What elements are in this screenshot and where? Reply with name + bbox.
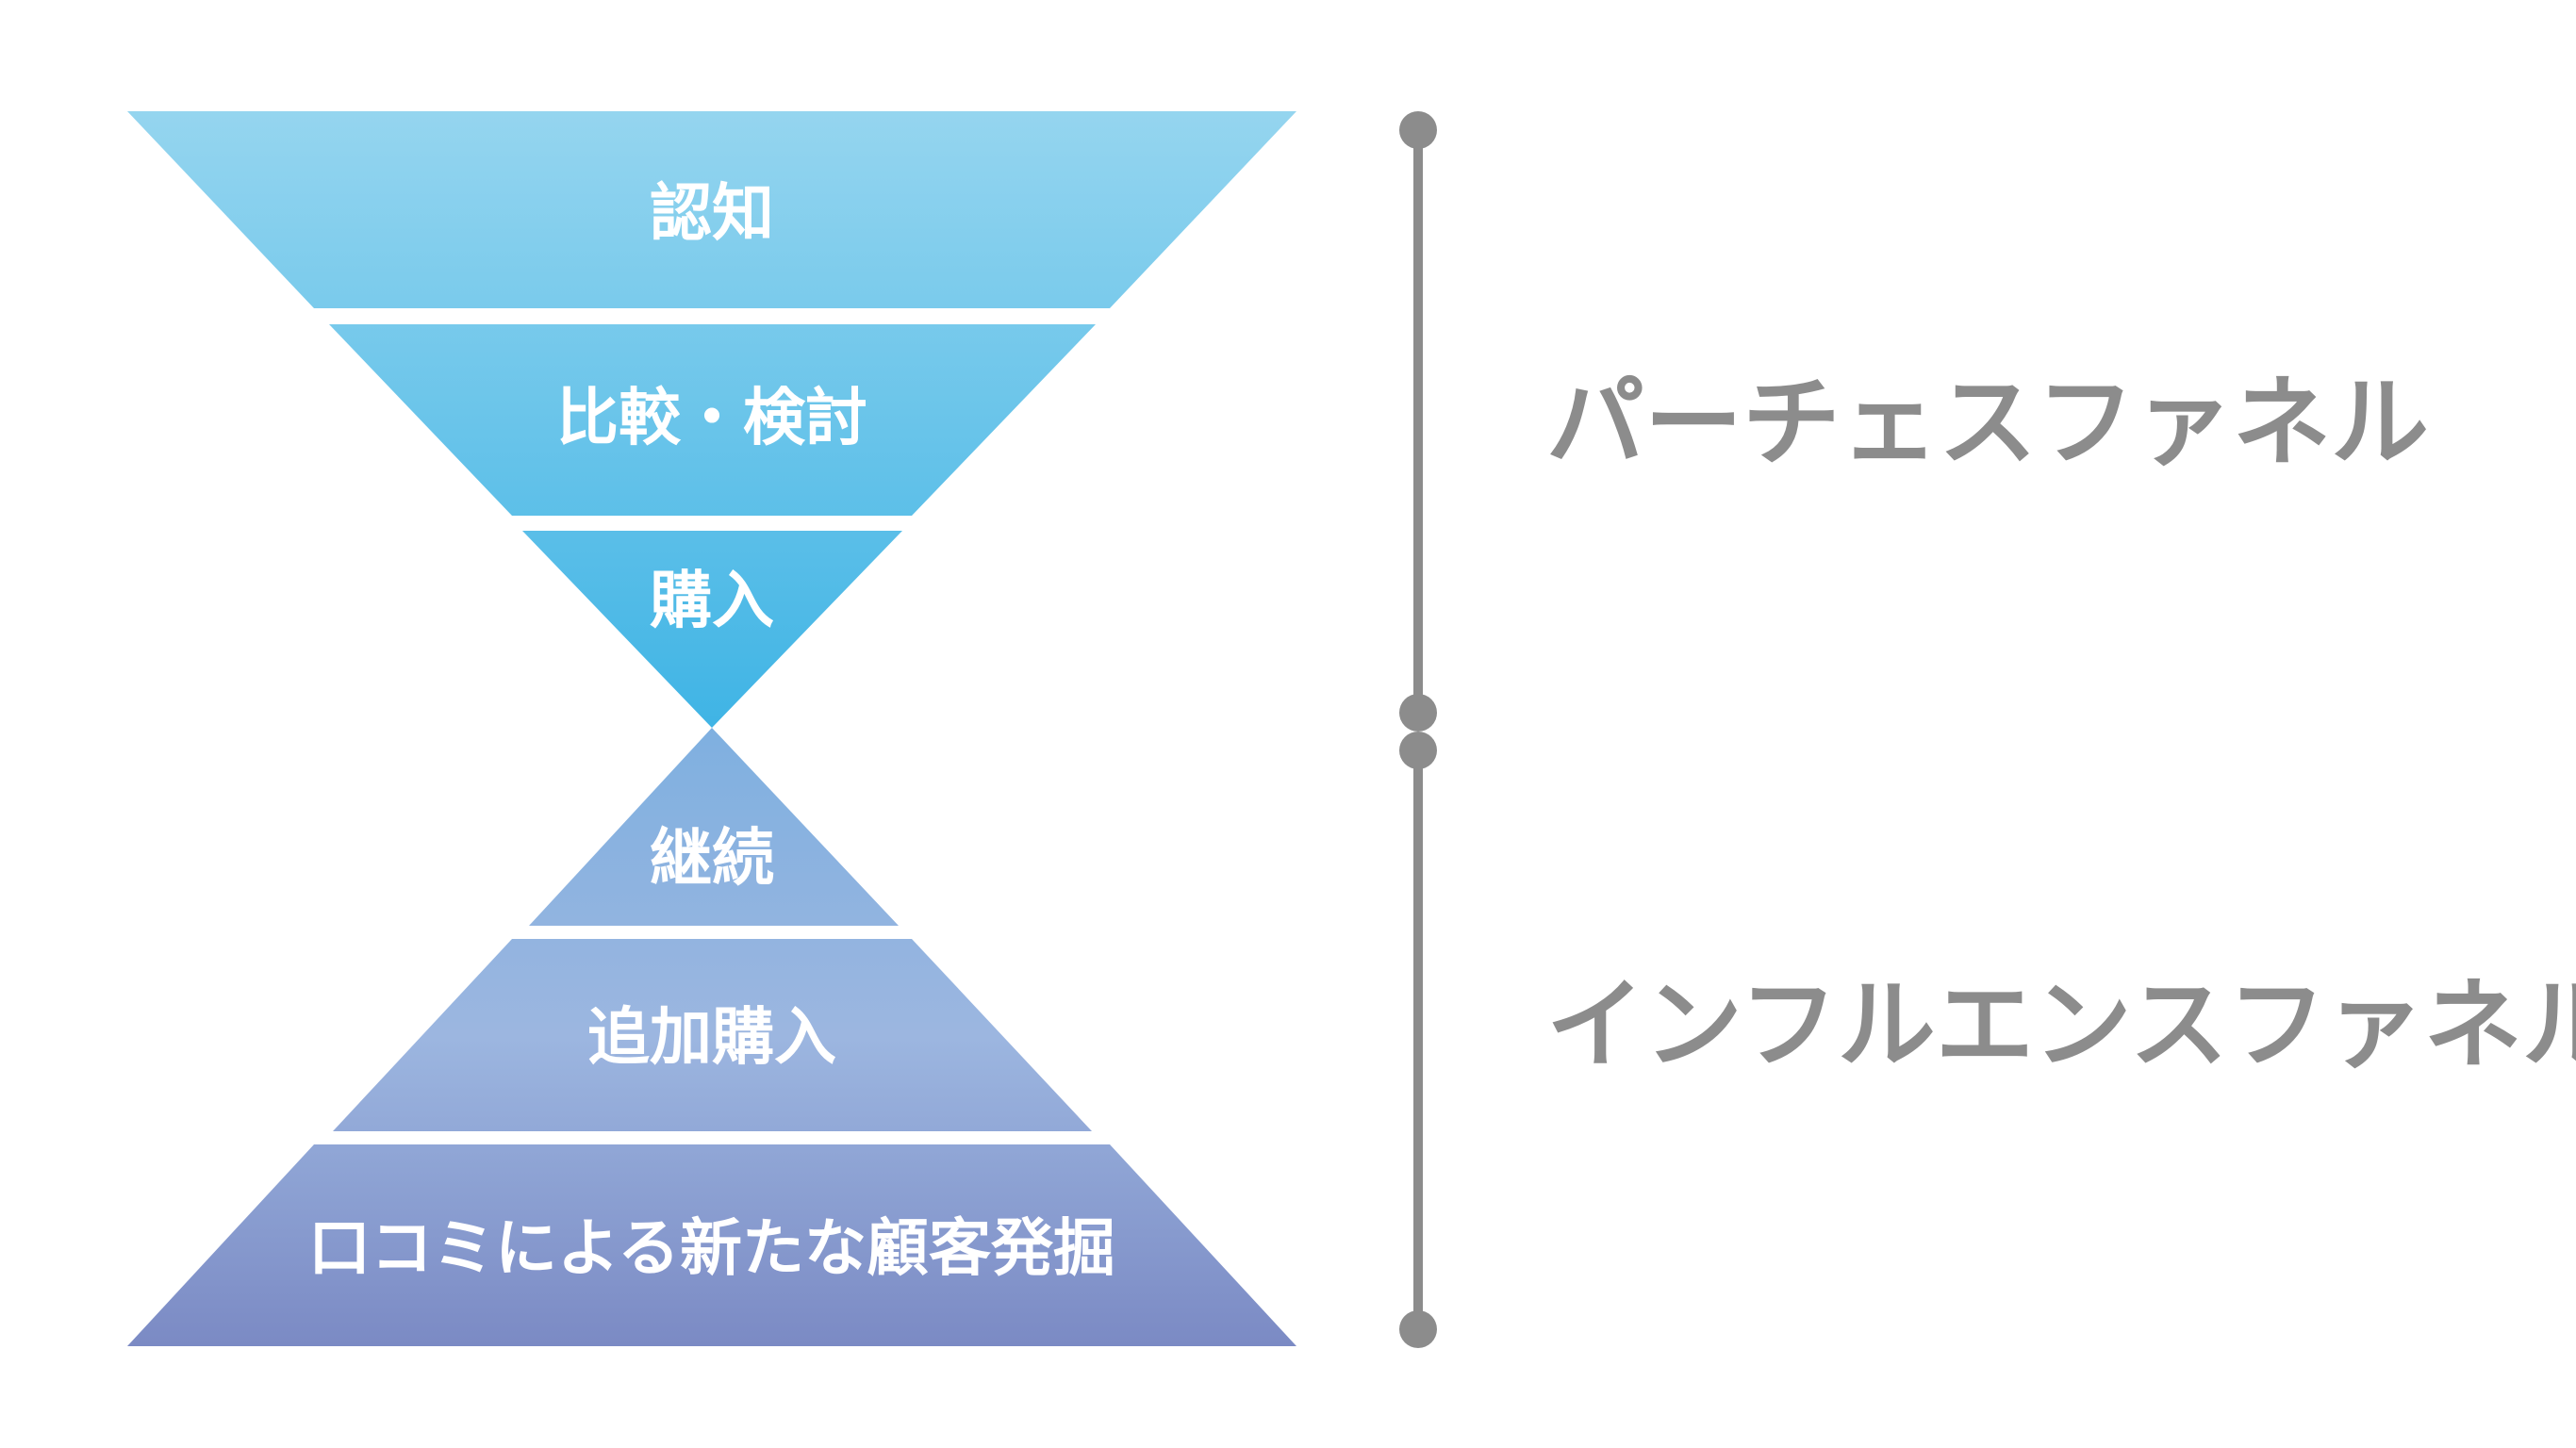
bracket-node-top [1399,111,1437,149]
bracket-node-mid-lower [1399,732,1437,769]
stage-comparison-label: 比較・検討 [556,382,867,454]
stage-comparison-segment [329,324,1096,516]
stage-awareness-segment [127,111,1296,308]
stage-additional-purchase-label: 追加購入 [587,1001,836,1074]
stage-awareness-label: 認知 [650,177,774,250]
influence-funnel-title: インフルエンスファネル [1546,967,2576,1082]
stage-continuation-label: 継続 [650,822,774,895]
stage-word-of-mouth-label: 口コミによる新たな顧客発掘 [308,1212,1115,1285]
bracket-node-mid-upper [1399,694,1437,732]
bracket-timeline [1399,111,1437,1348]
influence-funnel: 継続 追加購入 口コミによる新たな顧客発掘 [127,728,1296,1346]
stage-purchase-segment [522,531,902,728]
purchase-funnel-title: パーチェスファネル [1546,365,2429,480]
bracket-node-bottom [1399,1310,1437,1348]
stage-word-of-mouth-segment [127,1144,1296,1346]
purchase-funnel: 認知 比較・検討 購入 [127,111,1296,728]
stage-continuation-segment [529,728,899,926]
stage-purchase-label: 購入 [650,565,774,637]
stage-additional-purchase-segment [333,939,1092,1131]
